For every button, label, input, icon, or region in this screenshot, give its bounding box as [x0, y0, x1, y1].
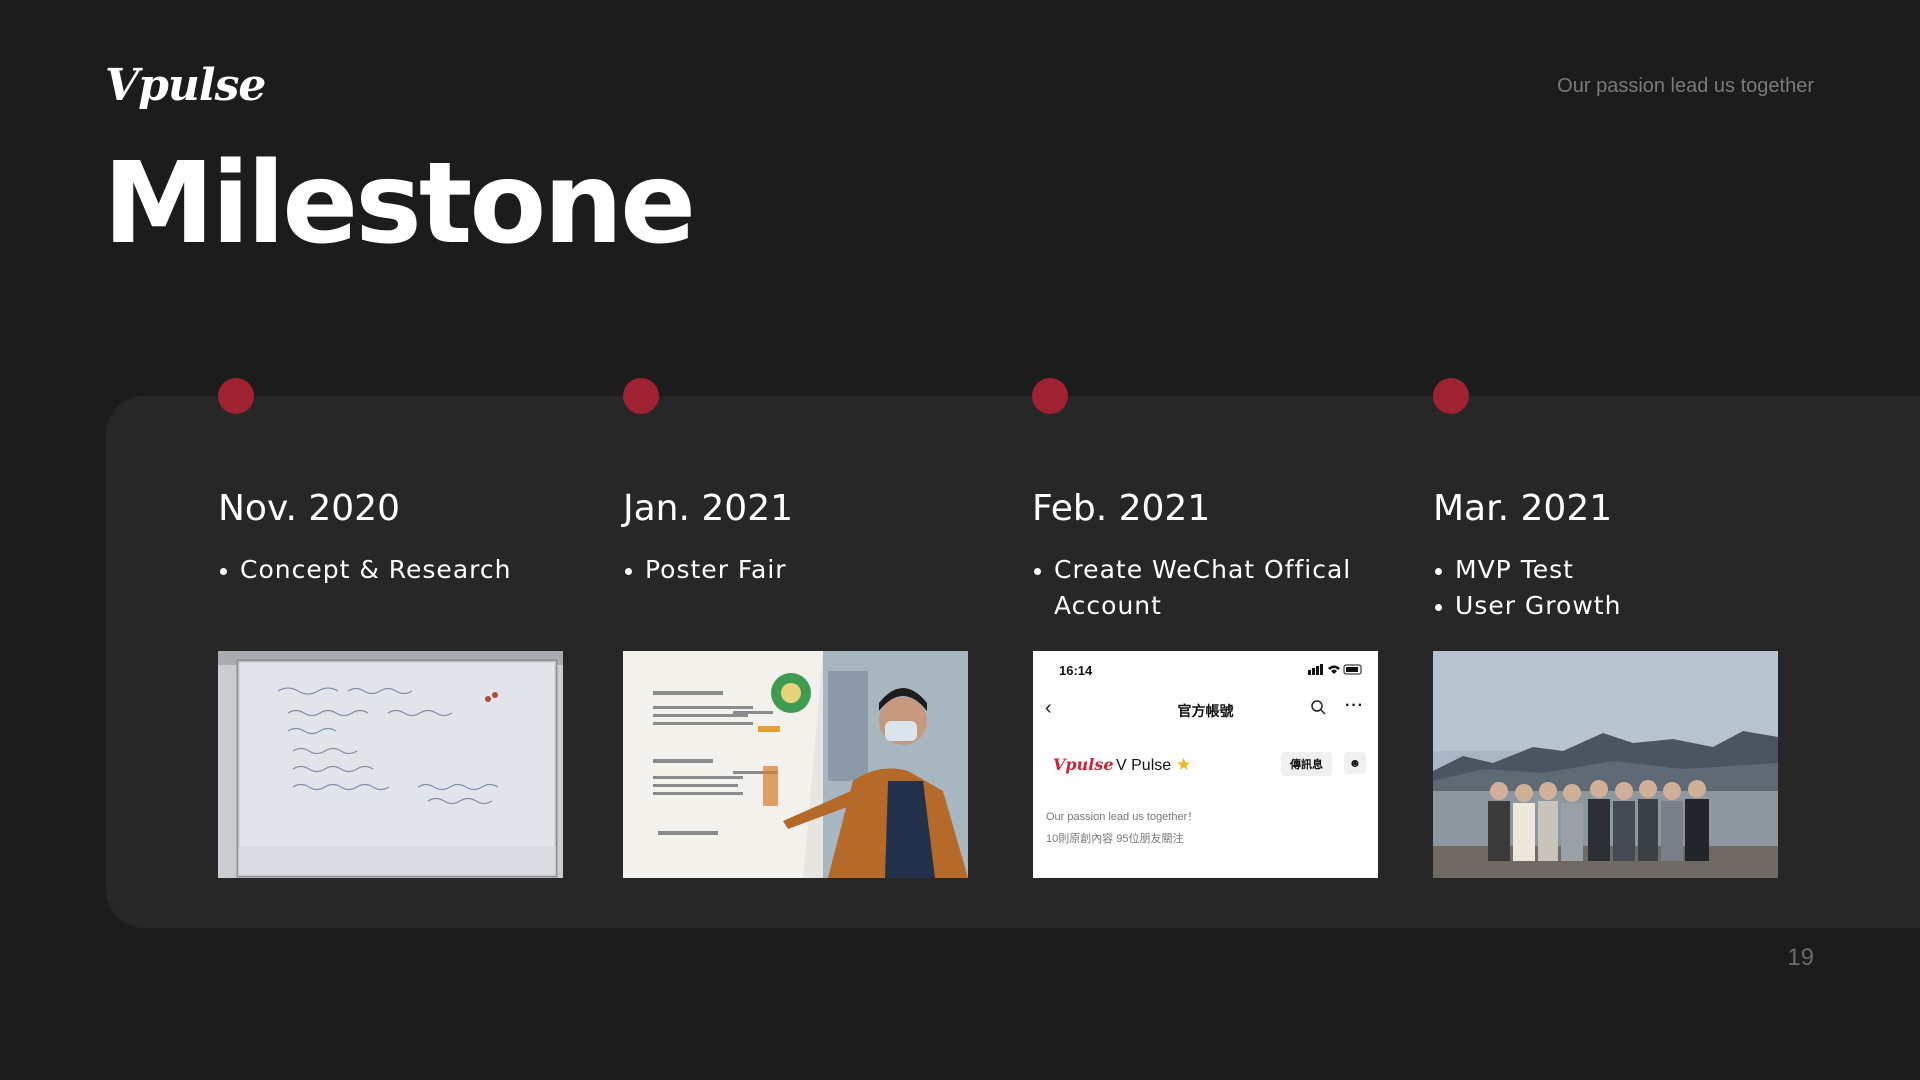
milestone-items: Concept & Research — [218, 552, 558, 588]
milestone-items: Create WeChat Offical Account — [1032, 552, 1372, 624]
wechat-account-name: V Pulse — [1116, 757, 1172, 774]
milestone-date: Mar. 2021 — [1433, 488, 1613, 529]
status-time: 16:14 — [1059, 663, 1093, 678]
milestone-date: Nov. 2020 — [218, 488, 400, 529]
page-number: 19 — [1787, 944, 1814, 971]
timeline-dot — [1433, 378, 1469, 414]
wechat-account-logo: Vpulse — [1053, 755, 1114, 774]
page-title: Milestone — [103, 139, 696, 269]
search-icon — [1310, 699, 1326, 715]
timeline-dot — [218, 378, 254, 414]
wechat-screenshot: 16:14 ‹ 官方帳號 ··· Vpulse V Pulse ★ 傳訊息 ☻ … — [1033, 651, 1378, 878]
team-photo — [1433, 651, 1778, 878]
wechat-stats: 10則原創內容 95位朋友關注 — [1046, 833, 1184, 845]
tagline: Our passion lead us together — [1557, 75, 1814, 97]
milestone-item: User Growth — [1433, 588, 1773, 624]
wechat-header-title: 官方帳號 — [1177, 703, 1234, 719]
milestone-items: Poster Fair — [623, 552, 963, 588]
person-icon: ☻ — [1344, 752, 1366, 774]
milestone-item: Poster Fair — [623, 552, 963, 588]
star-icon: ★ — [1176, 755, 1192, 774]
milestone-item: Create WeChat Offical Account — [1032, 552, 1372, 624]
timeline-dot — [1032, 378, 1068, 414]
more-icon: ··· — [1345, 697, 1364, 714]
status-icons — [1308, 663, 1364, 678]
milestone-date: Jan. 2021 — [623, 488, 793, 529]
timeline-dot — [623, 378, 659, 414]
whiteboard-photo — [218, 651, 563, 878]
milestone-items: MVP Test User Growth — [1433, 552, 1773, 624]
milestone-item: Concept & Research — [218, 552, 558, 588]
poster-fair-photo — [623, 651, 968, 878]
milestone-item: MVP Test — [1433, 552, 1773, 588]
milestone-date: Feb. 2021 — [1032, 488, 1211, 529]
vpulse-logo: Vpulse — [105, 60, 266, 111]
wechat-slogan: Our passion lead us together！ — [1046, 811, 1199, 823]
back-icon: ‹ — [1045, 697, 1052, 719]
message-button: 傳訊息 — [1281, 752, 1332, 776]
